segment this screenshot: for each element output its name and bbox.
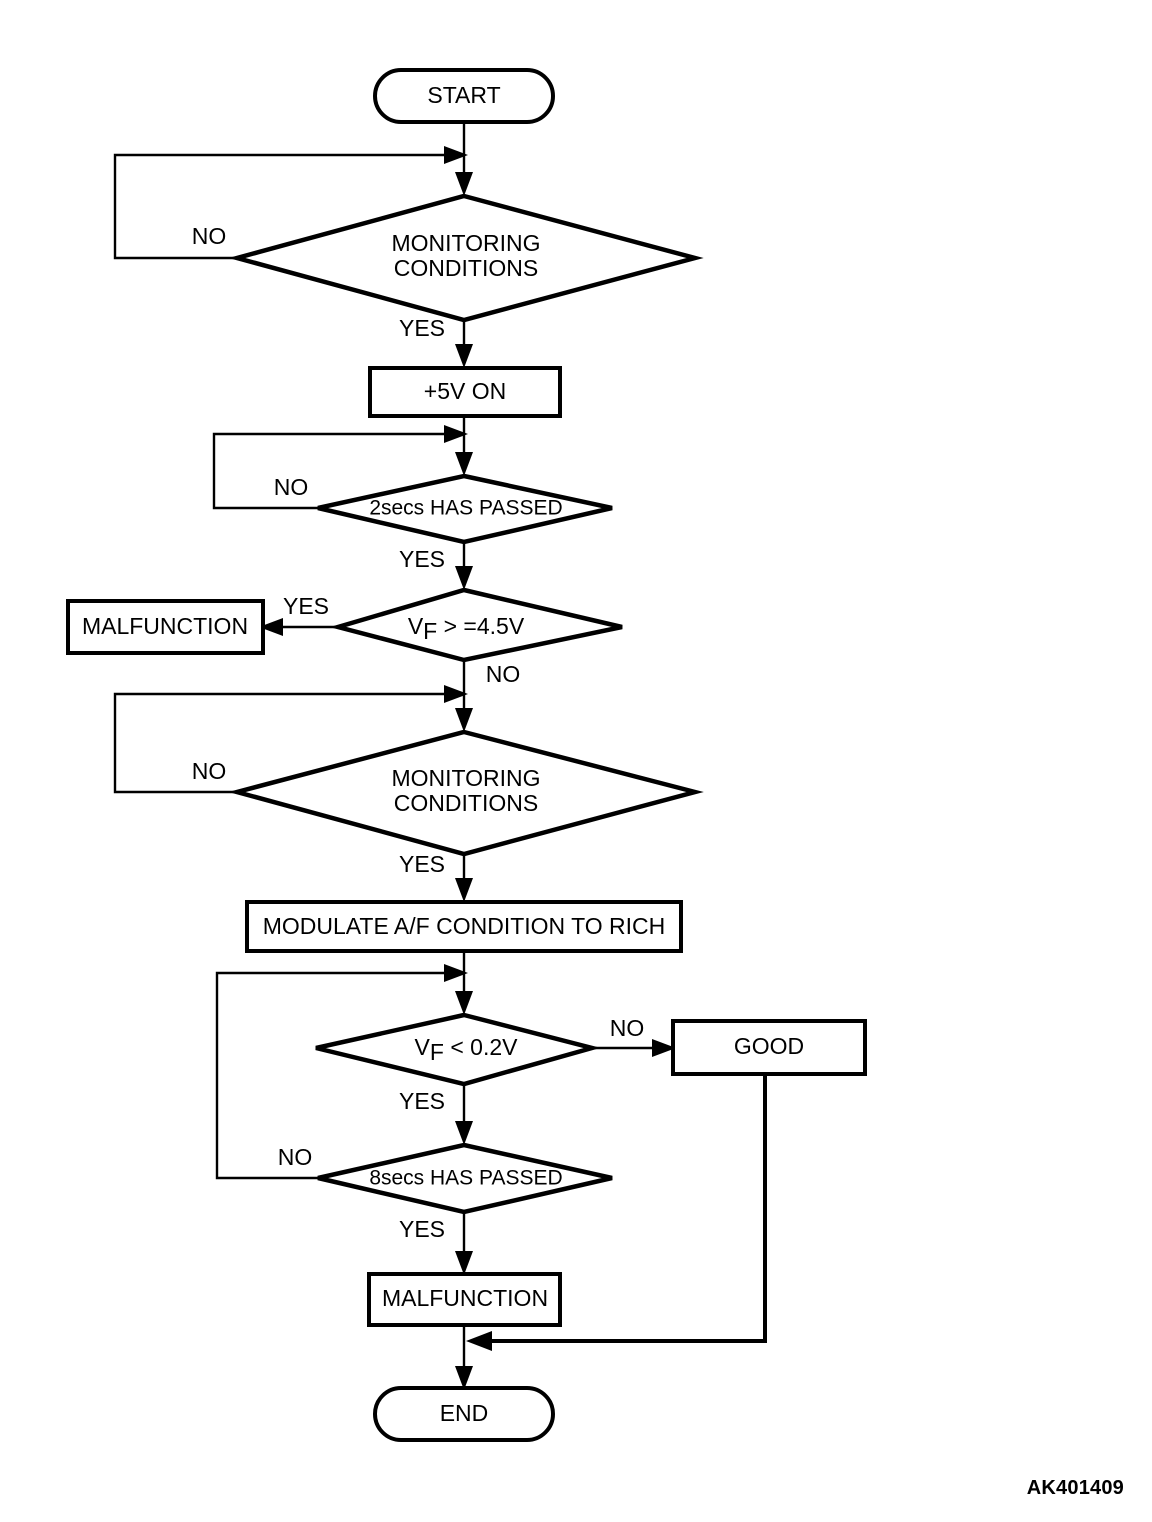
node-end: END xyxy=(373,1386,555,1442)
edge-label-mon2-yes: YES xyxy=(399,851,445,877)
node-monitoring-conditions-1: MONITORING CONDITIONS xyxy=(228,193,704,323)
edge-2secs-yes-to-vf45 xyxy=(455,543,473,590)
edge-5von-to-2secs xyxy=(455,415,473,476)
edge-start-to-mon1 xyxy=(455,122,473,196)
node-eight-secs-passed: 8secs HAS PASSED xyxy=(317,1142,613,1215)
edge-label-vf45-yes: YES xyxy=(283,593,329,619)
edge-modulate-to-vf02 xyxy=(455,951,473,1015)
edge-mon1-yes-to-5von xyxy=(455,322,473,368)
edge-mon2-no-loop xyxy=(113,685,468,794)
edge-mon1-no-loop xyxy=(113,146,468,260)
edge-label-8secs-no: NO xyxy=(278,1144,313,1170)
node-vf-ge-45v: VF > =4.5V xyxy=(329,587,623,663)
plate-id-label: AK401409 xyxy=(1026,1477,1124,1499)
node-malfunction-1: MALFUNCTION xyxy=(66,599,265,655)
node-start-label: START xyxy=(427,82,500,108)
node-end-label: END xyxy=(440,1400,489,1426)
node-malfunction-2: MALFUNCTION xyxy=(367,1272,562,1327)
edge-label-2secs-no: NO xyxy=(274,474,309,500)
edge-2secs-no-loop xyxy=(212,425,468,510)
node-monitoring-conditions-2: MONITORING CONDITIONS xyxy=(228,729,704,857)
node-two-secs-label: 2secs HAS PASSED xyxy=(369,497,562,520)
node-two-secs-passed: 2secs HAS PASSED xyxy=(317,473,613,545)
node-vf-lt-02v: VF < 0.2V xyxy=(315,1012,601,1087)
node-mon1-label-line1: MONITORING xyxy=(391,230,540,256)
node-vf-lt-02v-label: VF < 0.2V xyxy=(415,1034,519,1065)
edge-vf02-no-to-good xyxy=(592,1039,676,1057)
node-mon2-label-line2: CONDITIONS xyxy=(394,790,538,816)
node-modulate-af: MODULATE A/F CONDITION TO RICH xyxy=(245,900,683,953)
node-mon2-label-line1: MONITORING xyxy=(391,765,540,791)
node-five-volt-on: +5V ON xyxy=(368,366,562,418)
node-good-label: GOOD xyxy=(734,1033,804,1059)
edge-good-to-end xyxy=(466,1074,767,1351)
edge-label-vf02-yes: YES xyxy=(399,1088,445,1114)
node-mon1-label-line2: CONDITIONS xyxy=(394,255,538,281)
edge-label-mon1-yes: YES xyxy=(399,315,445,341)
edge-label-vf45-no: NO xyxy=(486,661,521,687)
edge-label-vf02-no: NO xyxy=(610,1015,645,1041)
edge-label-8secs-yes: YES xyxy=(399,1216,445,1242)
node-malfunction-1-label: MALFUNCTION xyxy=(82,613,248,639)
node-start: START xyxy=(373,68,555,124)
edge-vf02-yes-to-8secs xyxy=(455,1086,473,1145)
edge-8secs-no-loop xyxy=(215,964,468,1180)
edge-label-mon1-no: NO xyxy=(192,223,227,249)
edge-mon2-yes-to-modulate xyxy=(455,856,473,902)
node-malfunction-2-label: MALFUNCTION xyxy=(382,1285,548,1311)
node-vf-ge-45v-label: VF > =4.5V xyxy=(408,613,525,644)
edge-label-mon2-no: NO xyxy=(192,758,227,784)
node-good: GOOD xyxy=(671,1019,867,1076)
node-eight-secs-label: 8secs HAS PASSED xyxy=(369,1167,562,1190)
edge-label-2secs-yes: YES xyxy=(399,546,445,572)
edge-8secs-yes-to-malfunction2 xyxy=(455,1213,473,1275)
edge-vf45-yes-to-malfunction xyxy=(259,618,338,636)
edge-malfunction2-to-end xyxy=(455,1325,473,1390)
node-five-volt-on-label: +5V ON xyxy=(424,378,506,404)
node-modulate-af-label: MODULATE A/F CONDITION TO RICH xyxy=(263,913,666,939)
